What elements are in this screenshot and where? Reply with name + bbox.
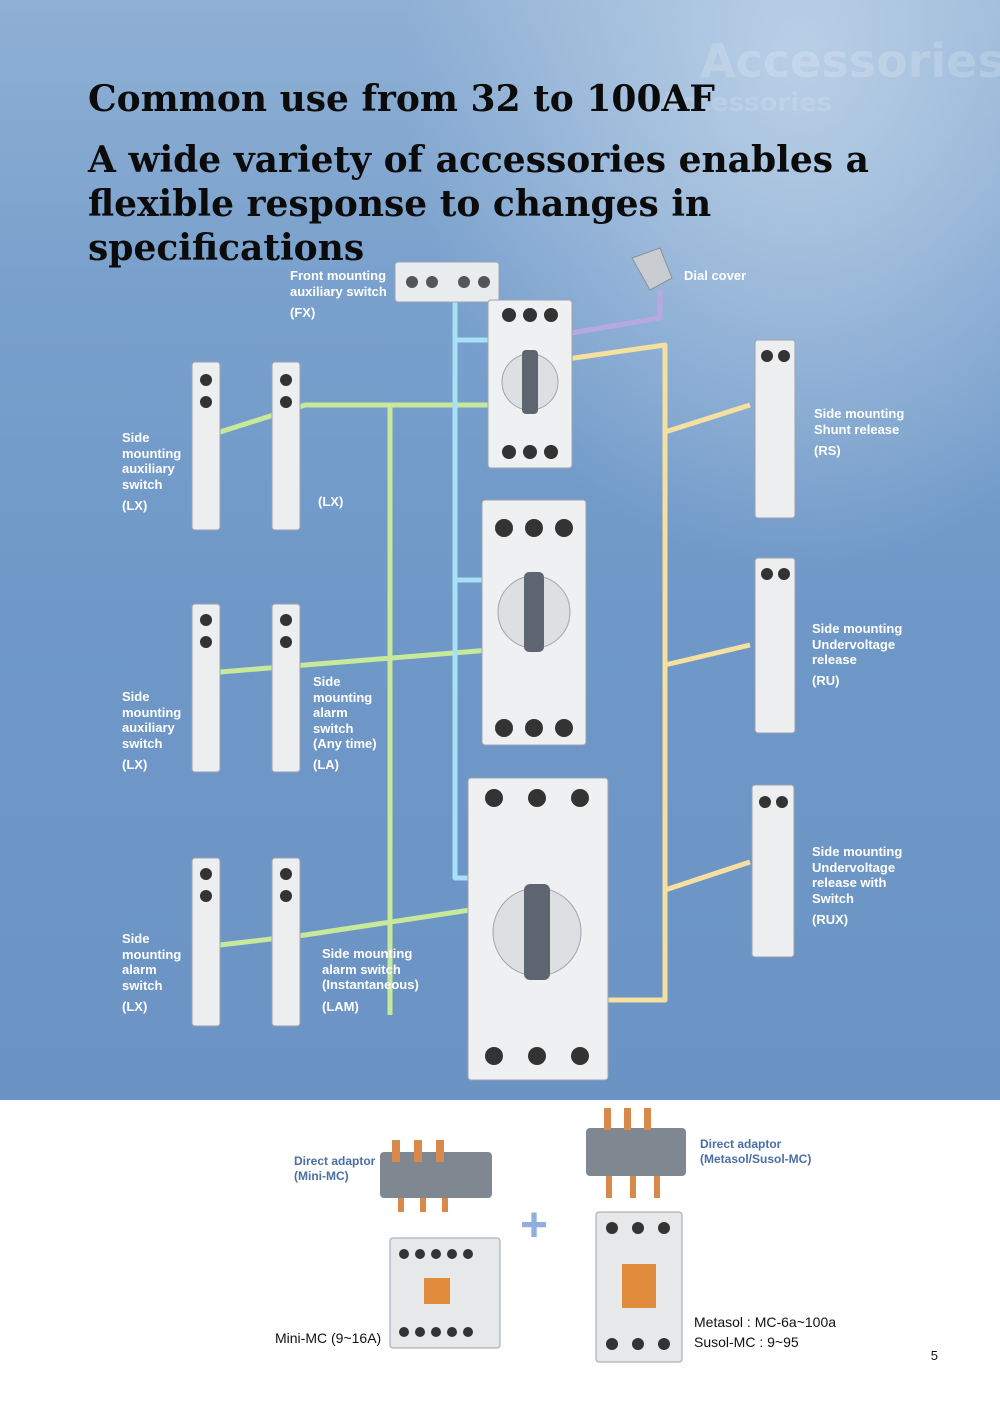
label-lam: Side mounting alarm switch (Instantaneou… (322, 946, 419, 992)
module-lx1-image (191, 361, 221, 531)
watermark-large: Accessories (700, 34, 1000, 88)
page-number: 5 (930, 1348, 938, 1363)
page-subtitle: A wide variety of accessories enables a … (88, 139, 869, 269)
diagram-graphics (191, 247, 796, 1081)
module-lam-image (271, 857, 301, 1027)
module-lx3-image (191, 603, 221, 773)
connector-line-yellow (559, 342, 751, 1003)
adaptor-section: + Direct adaptor (Mini-MC) Direct adapto… (0, 1100, 1000, 1414)
label-lx1: Side mounting auxiliary switch (122, 430, 182, 492)
label-metasol-susol: Metasol : MC-6a~100a Susol-MC : 9~95 (694, 1314, 837, 1350)
label-rux: Side mounting Undervoltage release with … (812, 844, 903, 906)
breaker-32af-image (487, 299, 573, 469)
watermark-small: Accessories (660, 88, 833, 118)
breaker-63af-image (481, 499, 587, 746)
hero-panel: Accessories Accessories Common use from … (0, 0, 1000, 1100)
label-adaptor-meta: Direct adaptor (Metasol/Susol-MC) (700, 1137, 812, 1166)
metasol-mc-image (595, 1211, 683, 1363)
label-fx: Front mounting auxiliary switch (290, 268, 387, 299)
module-rs-image (754, 339, 796, 519)
label-adaptor-mini: Direct adaptor (Mini-MC) (294, 1154, 376, 1183)
module-rux-image (751, 784, 795, 958)
label-lx3: Side mounting auxiliary switch (122, 689, 182, 751)
code-rs: (RS) (814, 443, 841, 458)
label-la: Side mounting alarm switch (Any time) (313, 674, 377, 751)
connector-line-green (219, 402, 491, 1015)
label-ru: Side mounting Undervoltage release (812, 621, 903, 667)
code-lx1: (LX) (122, 498, 148, 513)
code-lx2: (LX) (318, 494, 344, 509)
code-rux: (RUX) (812, 912, 849, 927)
connector-line-purple (559, 290, 663, 338)
mini-mc-image (389, 1237, 501, 1349)
label-rs: Side mounting Shunt release (814, 406, 905, 437)
label-mini-mc: Mini-MC (9~16A) (275, 1330, 382, 1346)
label-dial-cover: Dial cover (684, 268, 747, 283)
adaptor-graphics (380, 1108, 686, 1363)
plus-sign: + (520, 1199, 549, 1252)
code-fx: (FX) (290, 305, 316, 320)
label-lx4: Side mounting alarm switch (122, 931, 182, 993)
code-lx4: (LX) (122, 999, 148, 1014)
page-title: Common use from 32 to 100AF (88, 78, 715, 120)
module-la-image (271, 603, 301, 773)
code-ru: (RU) (812, 673, 840, 688)
code-lx3: (LX) (122, 757, 148, 772)
connector-line-cyan (452, 300, 490, 881)
fx-switch-image (394, 261, 500, 303)
adaptor-mini-image (380, 1140, 492, 1212)
module-ru-image (754, 557, 796, 734)
module-lx4-image (191, 857, 221, 1027)
adaptor-meta-image (586, 1108, 686, 1198)
breaker-100af-image (467, 777, 609, 1081)
code-lam: (LAM) (322, 999, 359, 1014)
dial-cover-image (631, 247, 673, 291)
module-lx2-image (271, 361, 301, 531)
code-la: (LA) (313, 757, 339, 772)
